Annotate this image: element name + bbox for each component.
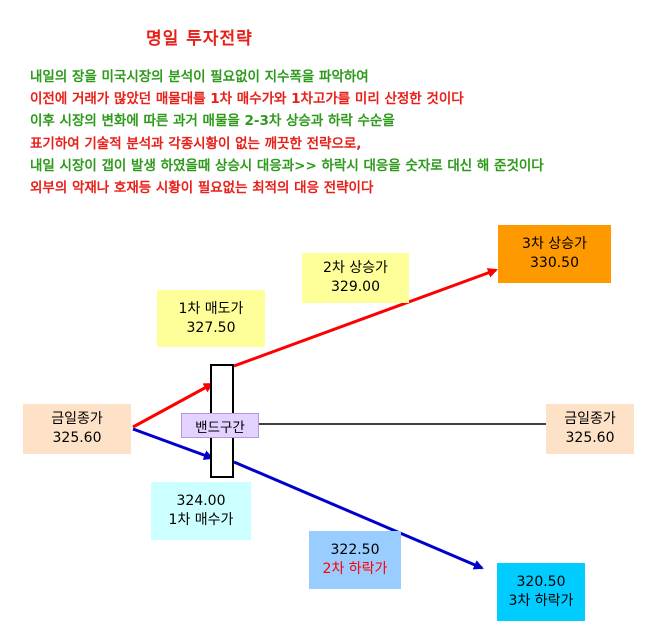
description-line-3: 이후 시장의 변화에 따른 과거 매물을 2-3차 상승과 하락 수순을: [30, 113, 395, 130]
sell1-label: 1차 매도가: [178, 300, 244, 317]
band-label: 밴드구간: [181, 413, 259, 438]
down2-value: 322.50: [330, 542, 380, 558]
up3-label: 3차 상승가: [522, 236, 587, 252]
down3-box: 320.50 3차 하락가: [497, 563, 585, 621]
description-line-4: 표기하여 기술적 분석과 각종시황이 없는 깨끗한 전략으로,: [30, 135, 362, 152]
buy1-value: 324.00: [176, 493, 226, 509]
down2-box: 322.50 2차 하락가: [309, 531, 401, 589]
page-title: 명일 투자전략: [146, 29, 253, 49]
down-arrow-start: [132, 427, 214, 460]
up-arrow-main: [233, 268, 498, 368]
down3-label: 3차 하락가: [508, 593, 574, 609]
down2-label: 2차 하락가: [322, 561, 388, 577]
up-arrow-start: [132, 382, 214, 429]
close-left-label: 금일종가: [51, 411, 103, 427]
down3-value: 320.50: [516, 574, 566, 590]
close-left-box: 금일종가 325.60: [23, 404, 131, 454]
close-left-value: 325.60: [52, 430, 102, 446]
close-right-label: 금일종가: [564, 411, 616, 427]
up3-value: 330.50: [530, 255, 579, 271]
description-line-2: 이전에 거래가 많았던 매물대를 1차 매수가와 1차고가를 미리 산정한 것이…: [30, 91, 464, 108]
up2-box: 2차 상승가 329.00: [302, 253, 409, 303]
close-right-value: 325.60: [565, 430, 615, 446]
sell1-box: 1차 매도가 327.50: [157, 290, 265, 347]
up2-value: 329.00: [331, 279, 380, 295]
description-line-6: 외부의 악재나 호재등 시황이 필요없는 최적의 대응 전략이다: [30, 180, 374, 197]
description-line-1: 내일의 장을 미국시장의 분석이 필요없이 지수폭을 파악하여: [30, 69, 369, 85]
description-line-5: 내일 시장이 갭이 발생 하였을때 상승시 대응과>> 하락시 대응을 숫자로 …: [30, 157, 544, 174]
buy1-label: 1차 매수가: [168, 512, 234, 528]
down-arrow-main: [233, 460, 484, 570]
sell1-value: 327.50: [186, 319, 236, 336]
close-right-box: 금일종가 325.60: [546, 404, 634, 454]
up3-box: 3차 상승가 330.50: [498, 225, 611, 283]
buy1-box: 324.00 1차 매수가: [151, 482, 251, 540]
up2-label: 2차 상승가: [323, 260, 388, 276]
strategy-description: 내일의 장을 미국시장의 분석이 필요없이 지수폭을 파악하여 이전에 거래가 …: [30, 66, 655, 199]
